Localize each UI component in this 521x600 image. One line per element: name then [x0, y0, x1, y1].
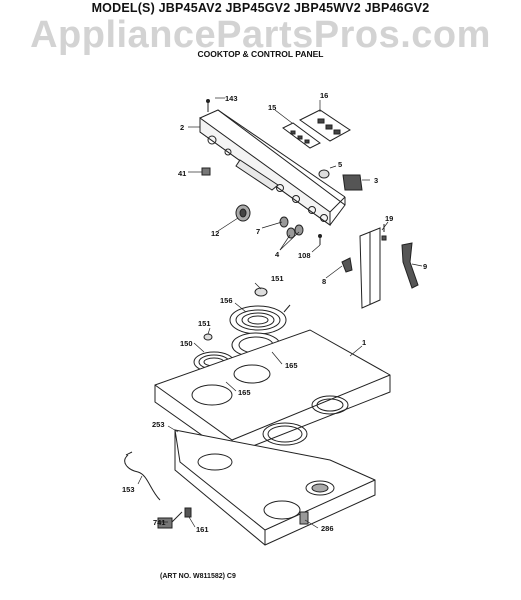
- callout-151-top: 151: [271, 274, 284, 283]
- callout-150: 150: [180, 339, 193, 348]
- callout-16: 16: [320, 91, 328, 100]
- wire-part: [124, 454, 161, 501]
- surface-element-large: [229, 304, 291, 335]
- watermark: AppliancePartsPros.com: [30, 14, 491, 56]
- callout-8: 8: [322, 277, 326, 286]
- callout-7: 7: [256, 227, 260, 236]
- control-board-part: [299, 109, 351, 142]
- callout-12: 12: [211, 229, 219, 238]
- callout-143: 143: [225, 94, 238, 103]
- callout-286: 286: [321, 524, 334, 533]
- callout-9: 9: [423, 262, 427, 271]
- callout-741: 741: [153, 518, 166, 527]
- model-numbers: MODEL(S) JBP45AV2 JBP45GV2 JBP45WV2 JBP4…: [91, 1, 430, 15]
- callout-2: 2: [180, 123, 184, 132]
- callout-4: 4: [275, 250, 280, 259]
- leader-lines: [137, 97, 423, 529]
- cooktop-part: [154, 329, 391, 456]
- callout-41: 41: [178, 169, 186, 178]
- overlay-part: [282, 122, 321, 149]
- control-panel-part: [199, 109, 346, 226]
- diagram-subtitle: COOKTOP & CONTROL PANEL: [197, 49, 324, 59]
- callout-153: 153: [122, 485, 135, 494]
- bracket-part: [359, 224, 387, 309]
- callout-165-left: 165: [238, 388, 251, 397]
- callout-156: 156: [220, 296, 233, 305]
- clip-part: [201, 167, 211, 176]
- callout-3: 3: [374, 176, 378, 185]
- callout-165-right: 165: [285, 361, 298, 370]
- callout-labels: 143 16 15 2 5 3 41 19 12 7 4 108 9 8 151…: [122, 91, 427, 534]
- callout-19: 19: [385, 214, 393, 223]
- callout-253: 253: [152, 420, 165, 429]
- callout-15: 15: [268, 103, 276, 112]
- callout-5: 5: [338, 160, 342, 169]
- art-number: (ART NO. W811582) C9: [160, 573, 236, 580]
- receptacle-part: [157, 511, 183, 529]
- callout-1: 1: [362, 338, 366, 347]
- callout-161: 161: [196, 525, 209, 534]
- callout-151-mid: 151: [198, 319, 211, 328]
- hinge-part: [401, 242, 419, 289]
- knob-part: [235, 204, 251, 222]
- callout-108: 108: [298, 251, 311, 260]
- switch-part: [342, 174, 363, 191]
- burner-box-part: [174, 429, 376, 546]
